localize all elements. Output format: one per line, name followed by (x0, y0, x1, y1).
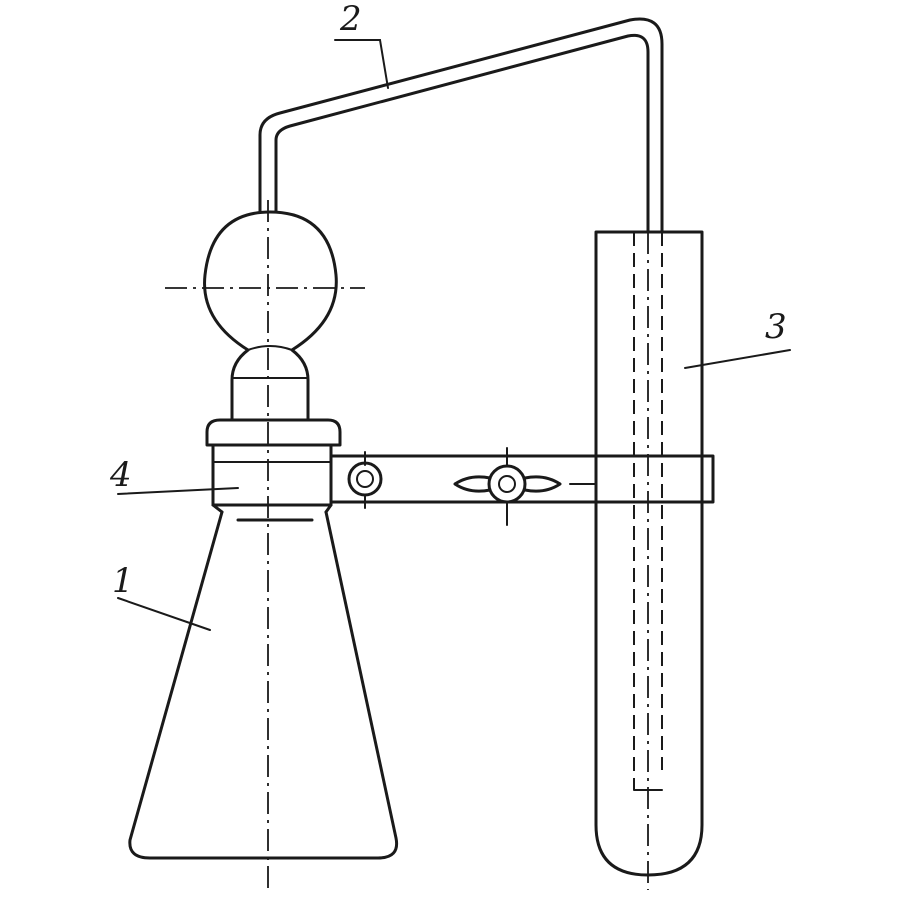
bulb-adapter (203, 210, 338, 422)
delivery-tube (258, 17, 664, 234)
callout-label-3: 3 (765, 307, 787, 347)
test-tube (594, 230, 704, 877)
callout-label-2: 2 (339, 0, 362, 39)
callout-label-4: 4 (109, 455, 132, 495)
flask-neck-clamp (205, 418, 342, 514)
conical-flask (128, 510, 399, 860)
center-lines (165, 200, 649, 890)
leader-lines (117, 39, 791, 631)
callout-label-1: 1 (112, 561, 134, 601)
clamp-bar (329, 447, 715, 526)
